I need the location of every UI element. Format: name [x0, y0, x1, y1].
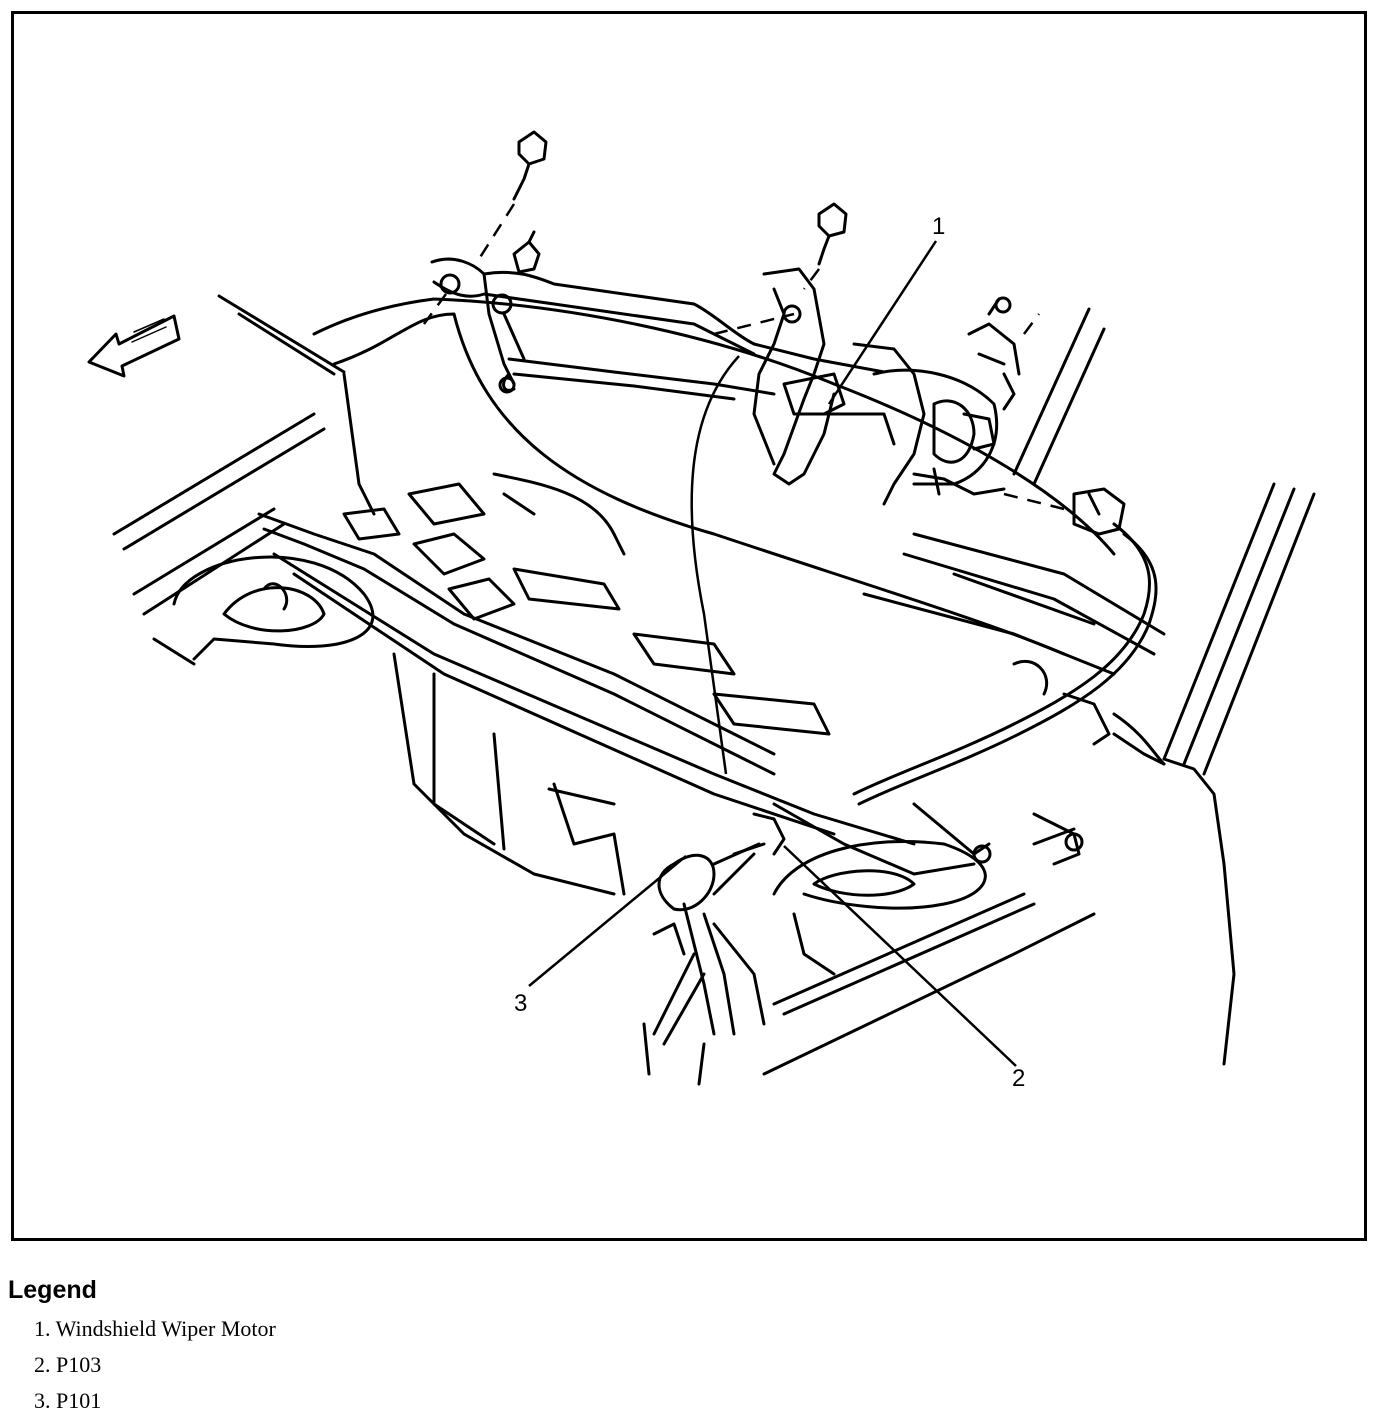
diagram-frame: 1 2 3: [11, 11, 1367, 1241]
wiper-motor-diagram: 1 2 3: [87, 130, 1316, 1092]
right-fender: [1112, 482, 1316, 1066]
legend-list: 1. Windshield Wiper Motor 2. P103 3. P10…: [8, 1311, 708, 1419]
left-fender-outline: [112, 294, 346, 666]
wiper-transmission: [430, 230, 886, 401]
left-wheel-well: [172, 555, 375, 661]
legend: Legend 1. Windshield Wiper Motor 2. P103…: [8, 1276, 708, 1419]
wiper-motor-assembly: [752, 267, 1021, 506]
legend-item-windshield-wiper-motor: 1. Windshield Wiper Motor: [34, 1316, 276, 1341]
mounting-bolts: [512, 130, 848, 266]
callout-leaders: [528, 240, 1017, 1067]
right-cowl-lines: [862, 307, 1166, 676]
bolt-axis-lines: [422, 203, 1065, 511]
cowl-vent-slots: [342, 482, 831, 736]
legend-item-p101: 3. P101: [34, 1388, 102, 1413]
front-direction-arrow-icon: [87, 314, 181, 378]
right-wheel-well: [762, 802, 1096, 1076]
cowl-center-hump: [492, 472, 626, 556]
wiper-motor-harness: [852, 487, 1166, 806]
callout-2: 2: [1012, 1065, 1025, 1092]
legend-item-p103: 2. P103: [34, 1352, 102, 1377]
callout-1: 1: [932, 213, 945, 240]
callout-3: 3: [514, 990, 527, 1017]
legend-title: Legend: [8, 1276, 97, 1304]
lower-harness: [642, 812, 786, 1086]
cowl-panel: [257, 297, 1116, 896]
